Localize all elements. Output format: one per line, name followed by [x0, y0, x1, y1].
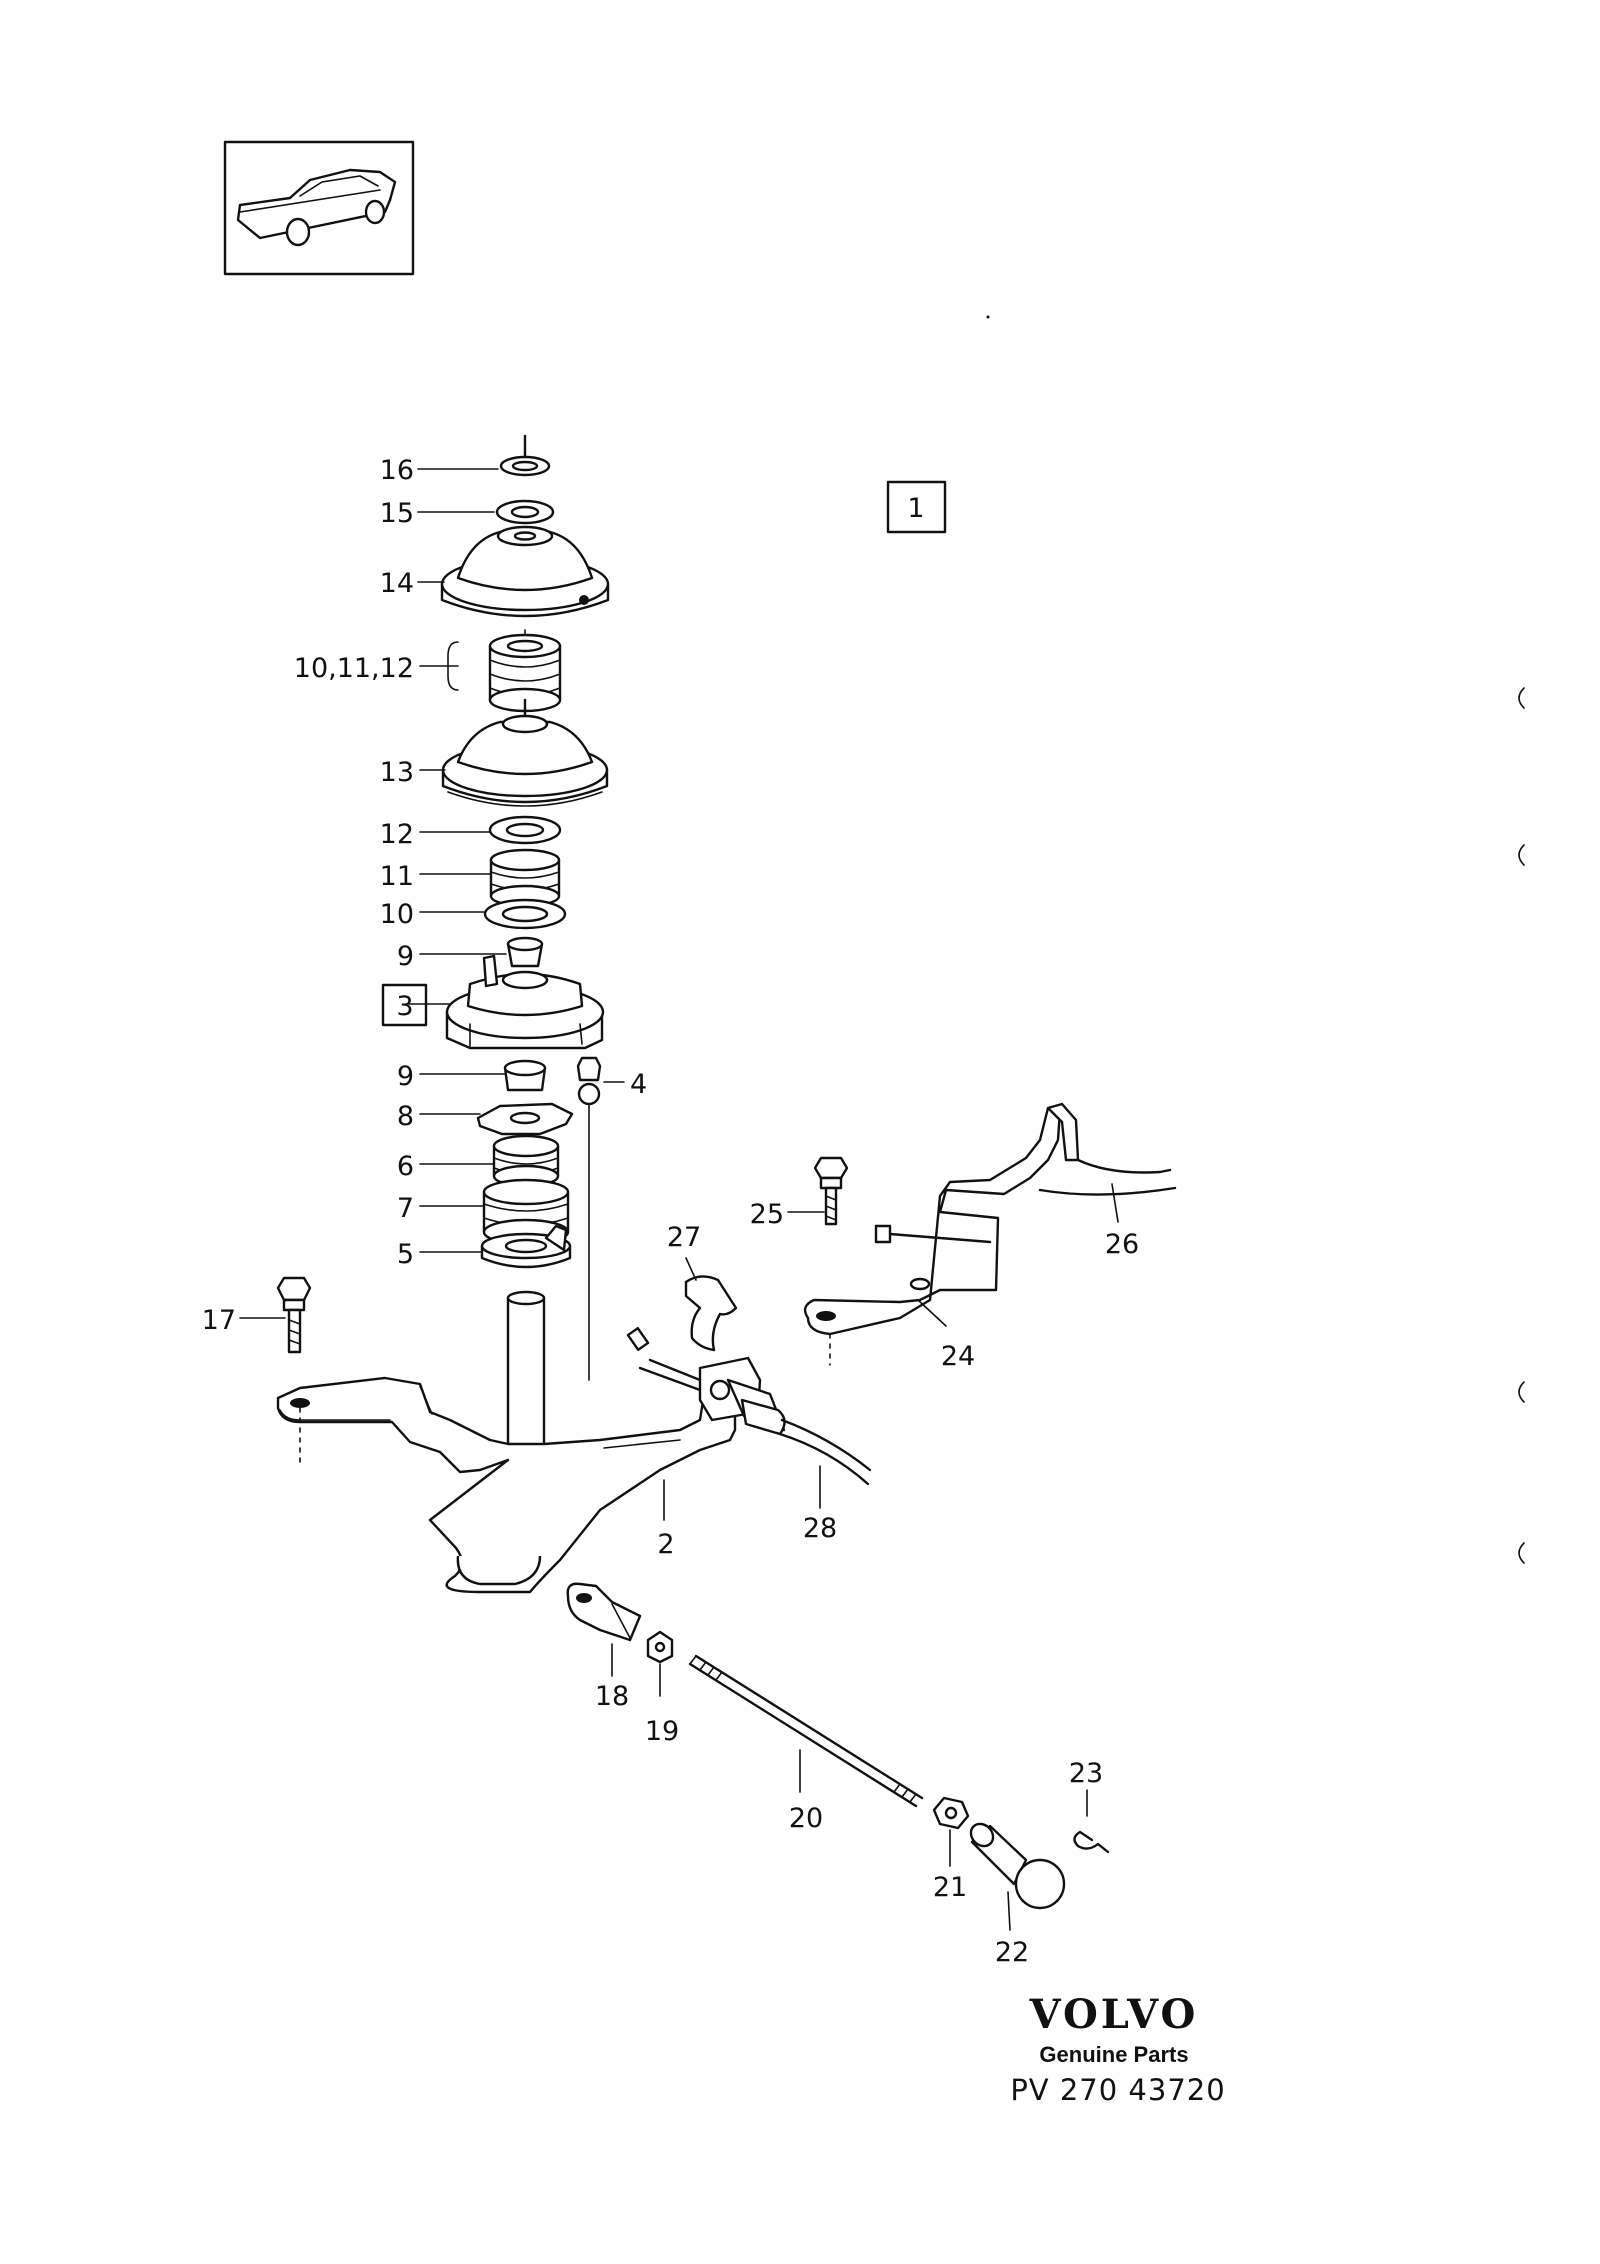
callout-9-lower: 9 [397, 1061, 414, 1092]
part-7-spring [482, 1178, 570, 1246]
part-22-knob [969, 1822, 1066, 1910]
part-3-shift-housing [445, 954, 605, 1050]
callout-12: 12 [380, 819, 414, 850]
callout-19: 19 [645, 1716, 679, 1747]
part-6-spring [492, 1134, 560, 1188]
leader-lines [239, 468, 1119, 1931]
callout-label: 3 [396, 991, 413, 1022]
callout-box-3: 3 [381, 983, 428, 1027]
callout-11: 11 [380, 861, 414, 892]
part-25-bolt [813, 1156, 849, 1226]
part-13-inner-boot [441, 714, 609, 807]
scan-marks [986, 315, 1525, 1564]
brand-tagline: Genuine Parts [1039, 2042, 1188, 2067]
callout-4: 4 [630, 1069, 647, 1100]
car-thumbnail [223, 140, 415, 276]
callout-box-1: 1 [886, 480, 947, 534]
callout-21: 21 [933, 1872, 967, 1903]
callout-20: 20 [789, 1803, 823, 1834]
callout-15: 15 [380, 498, 414, 529]
callout-2: 2 [657, 1529, 674, 1560]
brand-block: VOLVO Genuine Parts PV 270 43720 [1010, 1991, 1225, 2107]
callout-27: 27 [667, 1222, 701, 1253]
callout-25: 25 [750, 1199, 784, 1230]
callout-7: 7 [397, 1193, 414, 1224]
callout-10: 10 [380, 899, 414, 930]
part-15-washer [495, 499, 555, 525]
part-24-cable-bracket [803, 1102, 1080, 1336]
callout-numbers: 16 15 14 10,11,12 13 12 11 10 9 9 4 8 6 … [202, 455, 1140, 1968]
part-11-spring [489, 848, 561, 908]
part-21-nut [932, 1796, 970, 1830]
callout-18: 18 [595, 1681, 629, 1712]
callout-6: 6 [397, 1151, 414, 1182]
callout-16: 16 [380, 455, 414, 486]
part-code: PV 270 43720 [1010, 2073, 1225, 2107]
callout-26: 26 [1105, 1229, 1139, 1260]
callout-24: 24 [941, 1341, 975, 1372]
part-27-clip [684, 1275, 738, 1352]
part-lever-post [506, 1290, 546, 1450]
callout-22: 22 [995, 1937, 1029, 1968]
part-18-rod-end [566, 1582, 642, 1642]
part-19-nut [646, 1630, 674, 1664]
callout-5: 5 [397, 1239, 414, 1270]
part-5-retainer [480, 1224, 572, 1269]
part-17-bolt [276, 1276, 312, 1354]
callout-9-upper: 9 [397, 941, 414, 972]
part-14-boot-cover [440, 525, 610, 618]
callout-14: 14 [380, 568, 414, 599]
callout-28: 28 [803, 1513, 837, 1544]
part-16-circlip [499, 455, 551, 477]
part-8-lock-plate [476, 1102, 574, 1136]
part-26-cable [874, 1158, 1177, 1244]
part-10-ring [483, 898, 567, 930]
brand-name: VOLVO [1029, 1991, 1199, 2038]
part-20-rod [688, 1654, 924, 1808]
callout-23: 23 [1069, 1758, 1103, 1789]
part-12-ring [488, 815, 562, 845]
part-4-ball-stud [576, 1056, 602, 1381]
callout-label: 1 [907, 493, 924, 524]
callout-17: 17 [202, 1305, 236, 1336]
part-28-shift-cable [626, 1326, 872, 1486]
part-23-spring-clip [1073, 1830, 1110, 1854]
callout-13: 13 [380, 757, 414, 788]
part-9-bushing-lower [503, 1059, 547, 1092]
callout-10-11-12: 10,11,12 [294, 653, 414, 684]
callout-8: 8 [397, 1101, 414, 1132]
part-9-bushing-upper [506, 936, 544, 968]
